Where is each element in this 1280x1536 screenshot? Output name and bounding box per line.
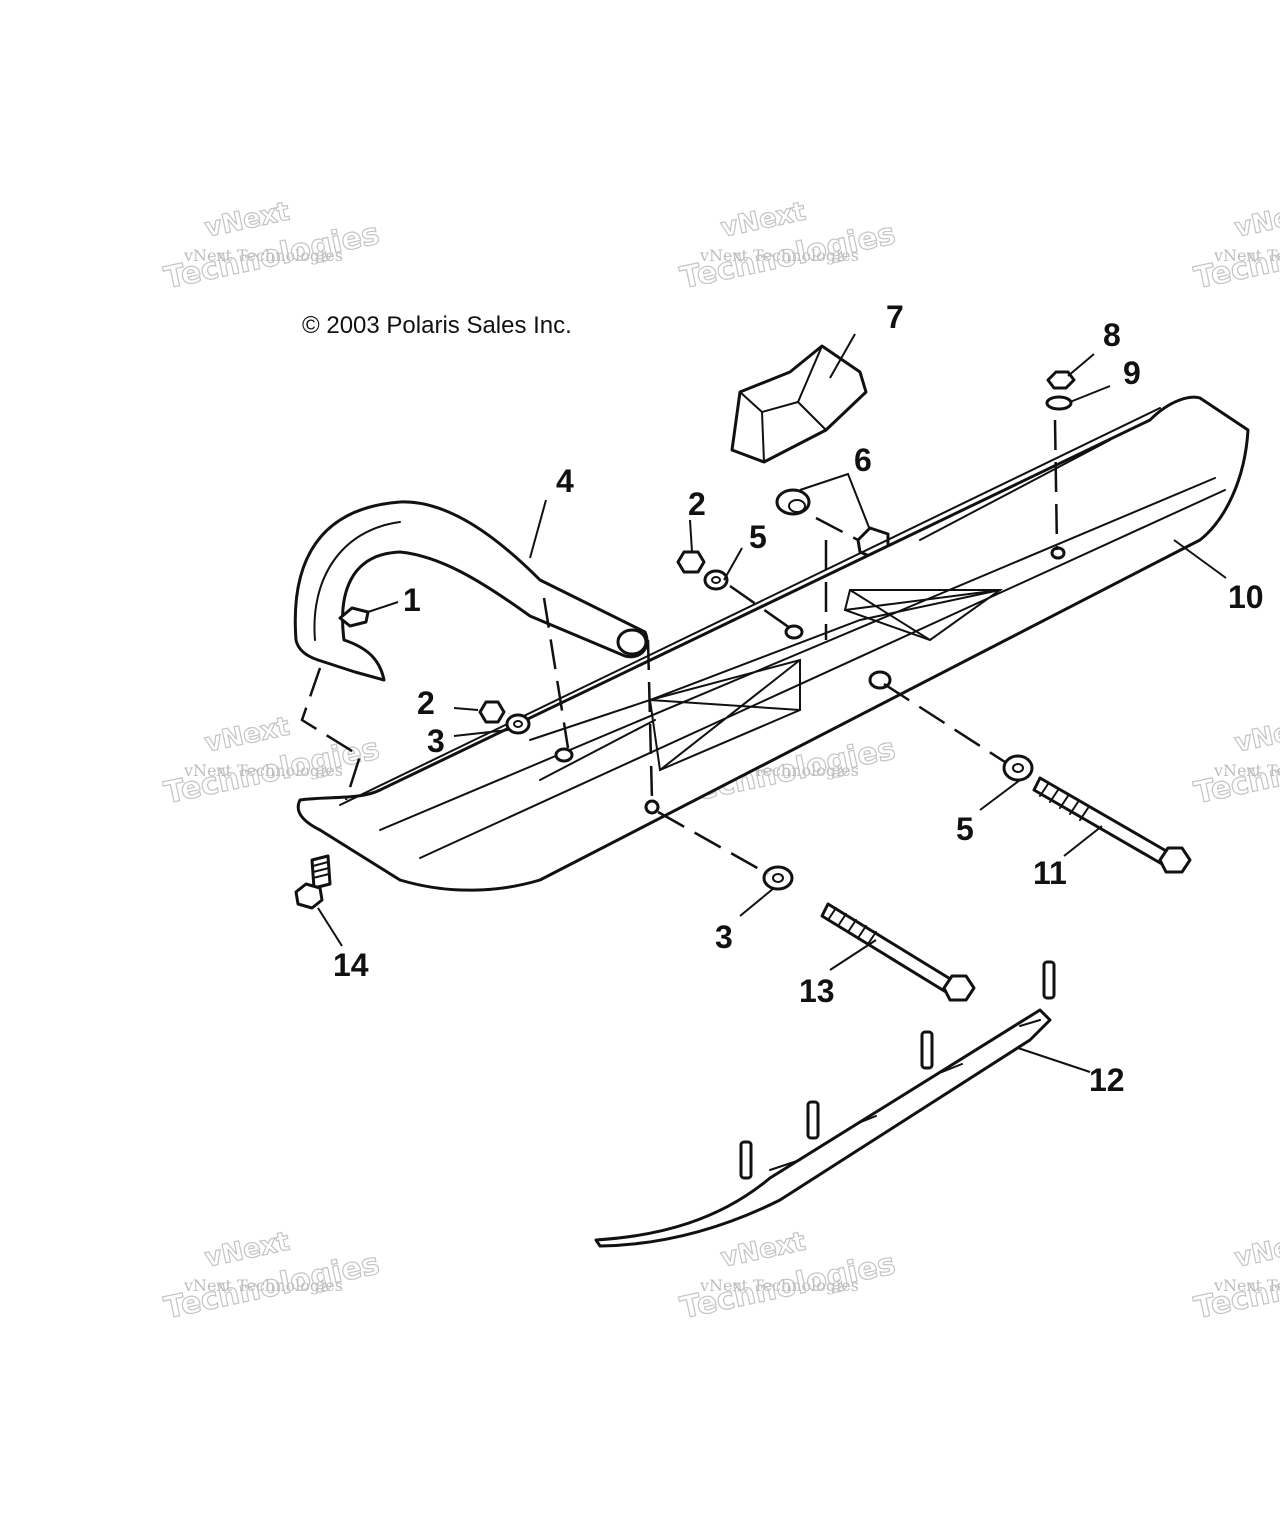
watermark-top-center: vNext vNext Technologies Technologies — [677, 196, 899, 297]
watermark-company: vNext Technologies — [699, 1276, 859, 1295]
copyright-notice: © 2003 Polaris Sales Inc. — [302, 312, 572, 339]
part-9-washer — [1045, 395, 1073, 411]
leader-lines — [317, 333, 1227, 1073]
watermark-top-right: vNext vNext Technologies Technologies — [1191, 196, 1280, 297]
callout-3-lower: 3 — [715, 919, 733, 955]
watermark-company: vNext Technologies — [183, 1276, 343, 1295]
watermark-company: vNext Technologies — [1213, 1276, 1280, 1295]
part-5-washer-right — [1002, 754, 1034, 782]
callout-13: 13 — [799, 973, 835, 1009]
watermark-mid-right: vNext vNext Technologies Technologies — [1191, 711, 1280, 812]
part-11-bolt — [1032, 776, 1192, 874]
part-12-runner — [594, 960, 1056, 1248]
part-5-washer-center — [703, 569, 729, 591]
part-2-nut-left — [478, 700, 506, 724]
callout-5-center: 5 — [749, 519, 767, 555]
part-3-washer-lower — [762, 865, 794, 891]
part-1-clip — [338, 606, 370, 628]
watermark-company: vNext Technologies — [699, 246, 859, 265]
watermark-company: vNext Technologies — [1213, 761, 1280, 780]
callout-9: 9 — [1123, 355, 1141, 391]
callout-2-left: 2 — [417, 685, 435, 721]
callout-11: 11 — [1033, 855, 1067, 891]
callouts: 1 2 3 4 5 6 7 8 9 10 11 12 13 14 2 3 5 — [333, 299, 1264, 1098]
assembly-lines — [300, 419, 1059, 876]
watermark-company: vNext Technologies — [183, 246, 343, 265]
watermark-bottom-right: vNext vNext Technologies Technologies — [1191, 1226, 1280, 1327]
watermark-vnext: vNext — [1232, 712, 1280, 759]
part-7-cushion — [730, 344, 868, 464]
watermark-company: vNext Technologies — [183, 761, 343, 780]
watermark-vnext: vNext — [1232, 1227, 1280, 1274]
callout-5-right: 5 — [956, 811, 974, 847]
callout-8: 8 — [1103, 317, 1121, 353]
watermark-bottom-left: vNext vNext Technologies Technologies — [161, 1226, 383, 1327]
callout-1: 1 — [403, 582, 421, 618]
callout-10: 10 — [1228, 579, 1264, 615]
callout-4: 4 — [556, 463, 574, 499]
part-3-washer-left — [505, 713, 531, 735]
part-14-screw — [294, 854, 332, 910]
callout-12: 12 — [1089, 1062, 1125, 1098]
watermark-top-left: vNext vNext Technologies Technologies — [161, 196, 383, 297]
callout-7: 7 — [886, 299, 904, 335]
part-4-handle — [293, 500, 649, 682]
callout-6: 6 — [854, 442, 872, 478]
part-2-nut-center — [676, 550, 706, 574]
callout-3-left: 3 — [427, 723, 445, 759]
part-10-ski — [296, 395, 1250, 892]
watermark-vnext: vNext — [1232, 197, 1280, 244]
part-8-nut — [1046, 370, 1076, 390]
part-13-bolt — [820, 902, 976, 1002]
watermark-company: vNext Technologies — [1213, 246, 1280, 265]
callout-2-center: 2 — [688, 486, 706, 522]
callout-14: 14 — [333, 947, 369, 983]
